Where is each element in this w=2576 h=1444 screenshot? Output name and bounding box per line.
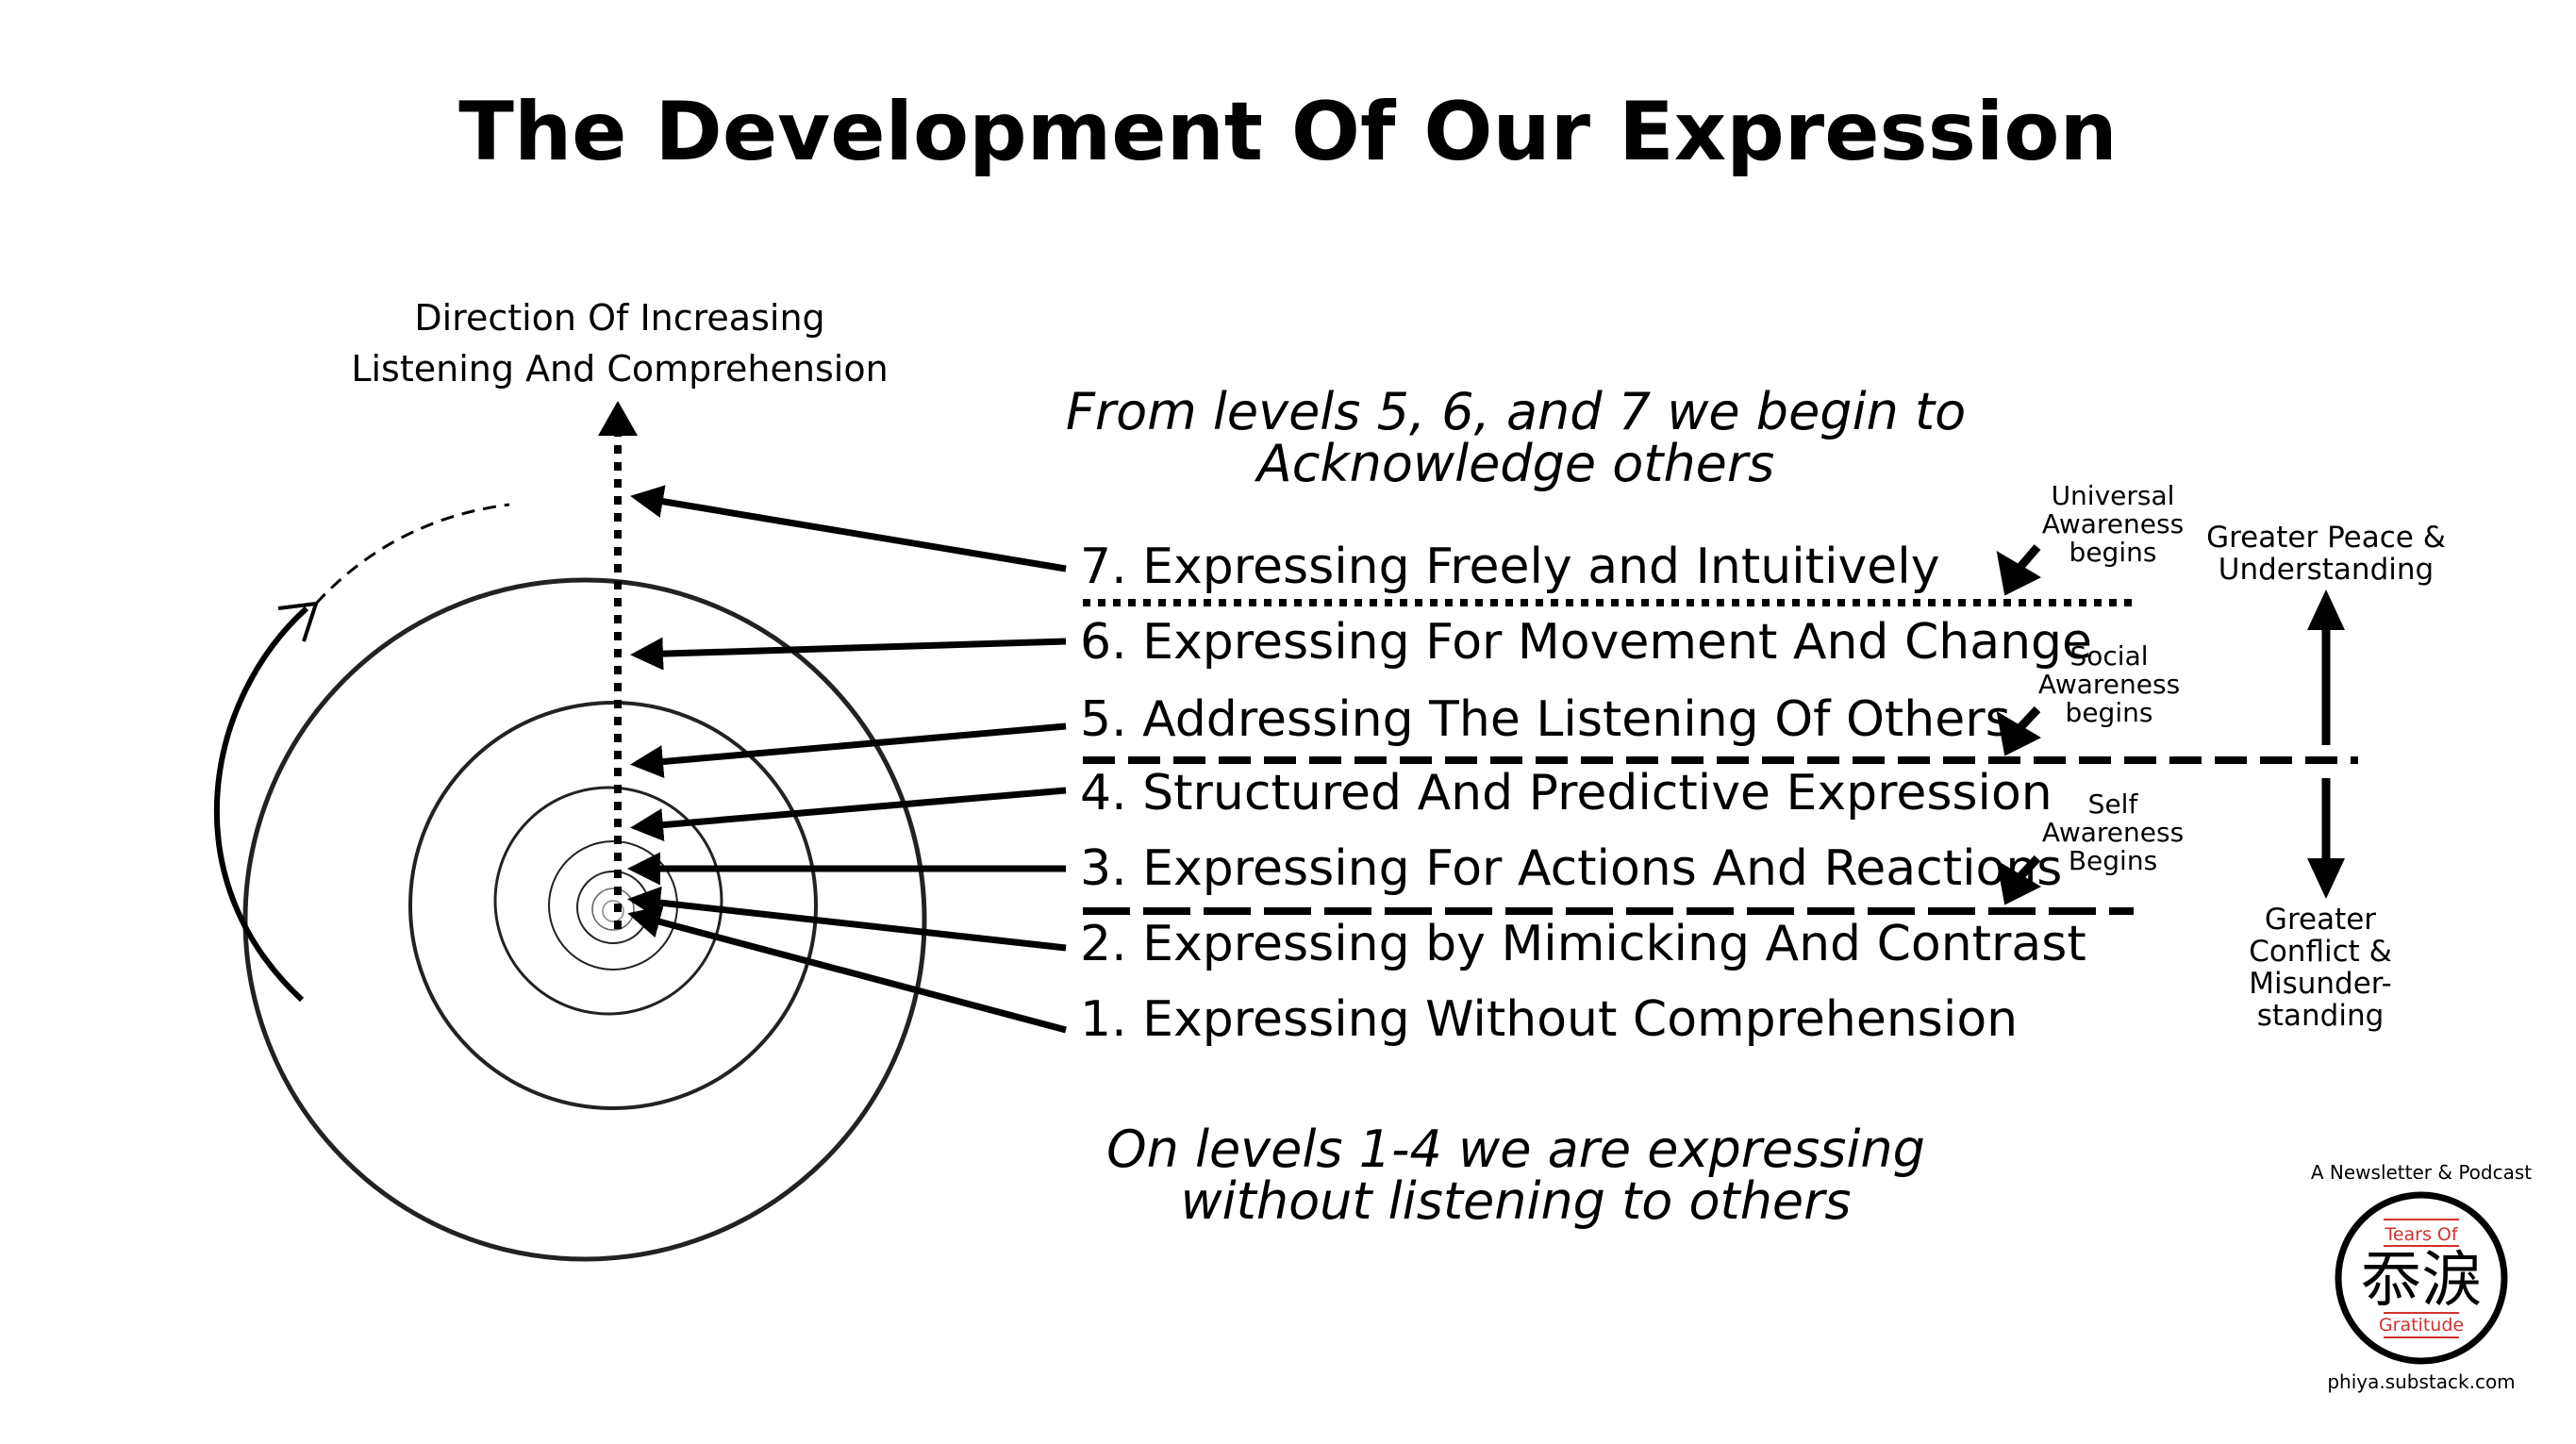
self-awareness-line-1: Self [2088, 788, 2139, 820]
direction-label: Direction Of Increasing Listening And Co… [351, 297, 888, 390]
level-arrow-7 [630, 485, 1067, 573]
level-label-3: 3. Expressing For Actions And Reactions [1080, 840, 2062, 897]
level-label-7: 7. Expressing Freely and Intuitively [1080, 539, 1940, 595]
logo-url: phiya.substack.com [2327, 1370, 2515, 1393]
growth-arc-dashed [314, 503, 510, 606]
scale-bottom-line-2: Conflict & [2249, 935, 2392, 969]
logo-line-top: Tears Of [2384, 1224, 2458, 1245]
page-title: The Development Of Our Expression [458, 85, 2118, 179]
top-note: From levels 5, 6, and 7 we begin to Ackn… [1066, 382, 1966, 493]
logo-tagline: A Newsletter & Podcast [2311, 1161, 2532, 1184]
level-arrow-6 [630, 637, 1067, 671]
threshold-lines [1083, 599, 2358, 915]
bottom-note-line-1: On levels 1-4 we are expressing [1106, 1120, 1925, 1179]
growth-arc-solid [214, 606, 309, 1003]
level-label-2: 2. Expressing by Mimicking And Contrast [1080, 916, 2086, 972]
level-label-4: 4. Structured And Predictive Expression [1080, 765, 2052, 822]
social-awareness-line-1: Social [2069, 640, 2148, 672]
logo-glyphs: 忝淚 [2361, 1246, 2482, 1316]
scale-bottom-line-3: Misunder- [2249, 967, 2392, 1001]
spiral-ring-5 [576, 871, 650, 944]
scale-top-line-2: Understanding [2219, 553, 2434, 587]
spiral-ring-2 [408, 701, 818, 1110]
bottom-note-line-2: without listening to others [1181, 1171, 1852, 1231]
level-labels: 7. Expressing Freely and Intuitively 6. … [1080, 539, 2092, 1048]
logo-line-bottom: Gratitude [2379, 1315, 2464, 1336]
peace-conflict-scale: Greater Peace & Understanding Greater Co… [2206, 521, 2446, 1033]
logo-circle [2335, 1191, 2508, 1365]
top-note-line-1: From levels 5, 6, and 7 we begin to [1066, 382, 1966, 441]
level-label-5: 5. Addressing The Listening Of Others [1080, 691, 2011, 748]
direction-axis-arrowhead [598, 401, 638, 436]
social-awareness-line-3: begins [2066, 697, 2153, 728]
top-note-line-2: Acknowledge others [1255, 434, 1775, 493]
level-label-6: 6. Expressing For Movement And Change [1080, 614, 2092, 671]
self-awareness-line-2: Awareness [2042, 817, 2184, 848]
universal-awareness-line-3: begins [2069, 537, 2157, 568]
universal-awareness-line-1: Universal [2052, 480, 2175, 511]
direction-label-line-1: Direction Of Increasing [414, 297, 824, 339]
level-arrows [627, 485, 1067, 1034]
direction-label-line-2: Listening And Comprehension [351, 348, 888, 390]
bottom-note: On levels 1-4 we are expressing without … [1106, 1120, 1925, 1231]
spiral-ring-3 [493, 786, 723, 1016]
scale-top-line-1: Greater Peace & [2206, 521, 2446, 555]
self-pointer-head [1996, 860, 2042, 905]
spiral-ring-7 [602, 900, 624, 922]
logo: A Newsletter & Podcast Tears Of 忝淚 Grati… [2311, 1161, 2532, 1393]
awareness-labels: Universal Awareness begins Social Awaren… [2038, 480, 2184, 876]
universal-pointer-head [1996, 551, 2042, 596]
level-label-1: 1. Expressing Without Comprehension [1080, 991, 2018, 1048]
scale-down-arrowhead [2307, 858, 2345, 899]
growth-arc [214, 503, 510, 1003]
level-arrow-5 [630, 722, 1067, 778]
scale-bottom-line-1: Greater [2265, 903, 2376, 937]
spiral-ring-outer [242, 577, 927, 1262]
self-awareness-line-3: Begins [2069, 845, 2157, 876]
direction-axis [598, 401, 638, 929]
level-arrow-1 [627, 905, 1067, 1034]
social-pointer-head [1996, 711, 2042, 756]
level-arrow-2 [627, 886, 1067, 952]
scale-up-arrowhead [2307, 589, 2345, 630]
scale-bottom-line-4: standing [2257, 999, 2385, 1033]
level-arrow-4 [630, 787, 1067, 842]
awareness-pointers [1996, 544, 2042, 905]
universal-awareness-line-2: Awareness [2042, 508, 2184, 539]
spiral [242, 577, 927, 1262]
spiral-ring-6 [591, 888, 635, 931]
social-awareness-line-2: Awareness [2038, 669, 2180, 700]
